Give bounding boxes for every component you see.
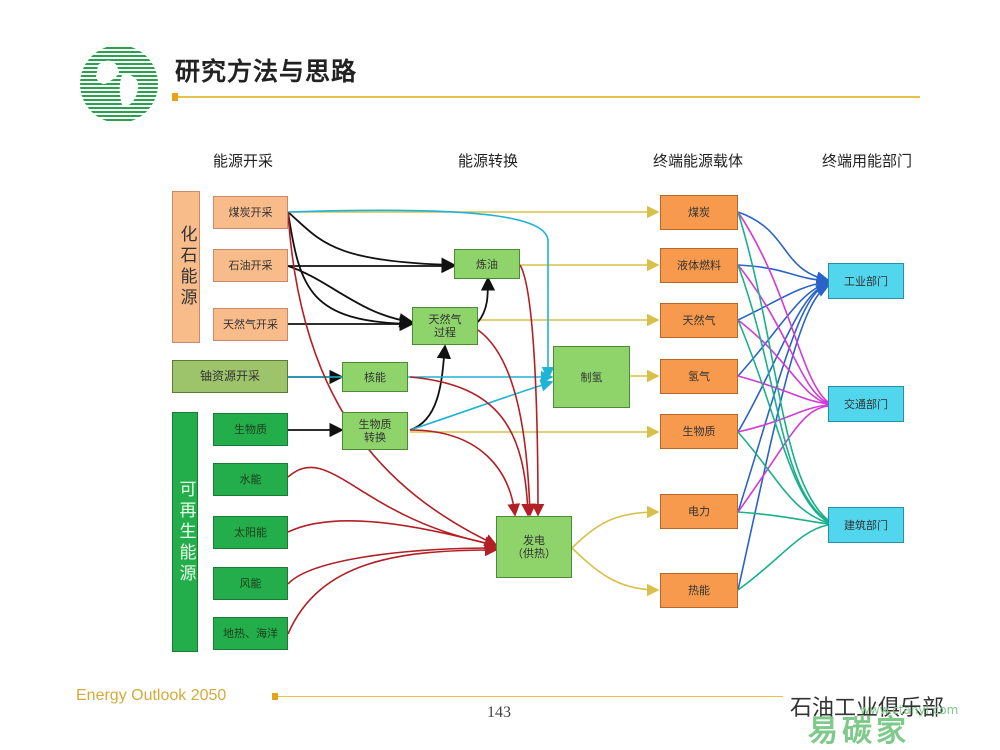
flow-refining-to-power bbox=[519, 264, 545, 517]
carrier-electricity: 电力 bbox=[660, 494, 738, 529]
watermark-yitanjia: 易碳家 bbox=[808, 714, 910, 749]
source-solar: 太阳能 bbox=[213, 516, 288, 549]
flow-wind-to-power bbox=[287, 541, 498, 585]
flow-oil-to-gas-process bbox=[287, 265, 414, 328]
sector-industry: 工业部门 bbox=[828, 263, 904, 299]
flow-gas-process-to-refining bbox=[477, 276, 496, 323]
page-title: 研究方法与思路 bbox=[175, 57, 358, 86]
source-coal: 煤炭开采 bbox=[213, 196, 288, 229]
conv-hydrogen: 制氢 bbox=[553, 346, 630, 408]
conv-nuclear: 核能 bbox=[342, 362, 408, 392]
flow-power-to-heat bbox=[571, 547, 660, 597]
watermark-club: 石油工业俱乐部 bbox=[790, 696, 945, 721]
title-divider bbox=[175, 96, 920, 98]
page-number: 143 bbox=[487, 704, 511, 721]
header-carrier: 终端能源载体 bbox=[653, 152, 744, 170]
carrier-heat: 热能 bbox=[660, 573, 738, 608]
carrier-coal: 煤炭 bbox=[660, 195, 738, 230]
flow-bioconv-to-gas-process bbox=[409, 344, 452, 431]
carrier-liquid-fuel: 液体燃料 bbox=[660, 248, 738, 283]
source-hydro: 水能 bbox=[213, 463, 288, 496]
source-gas: 天然气开采 bbox=[213, 308, 288, 341]
source-geothermal-ocean: 地热、海洋 bbox=[213, 617, 288, 650]
flow-coal-to-refining bbox=[287, 211, 456, 272]
source-biomass: 生物质 bbox=[213, 413, 288, 446]
divider-marker bbox=[172, 93, 178, 101]
header-sector: 终端用能部门 bbox=[822, 152, 913, 170]
footer-report-name: Energy Outlook 2050 bbox=[76, 687, 227, 704]
flow-nuclear-to-power bbox=[409, 376, 534, 517]
group-renewable: 可再生能源 bbox=[172, 412, 198, 652]
footer-marker bbox=[272, 693, 278, 700]
flow-coal-to-gas-process bbox=[287, 211, 414, 331]
sector-building: 建筑部门 bbox=[828, 507, 904, 543]
group-fossil: 化石能源 bbox=[172, 191, 200, 343]
conv-gas-process: 天然气 过程 bbox=[412, 307, 478, 345]
carrier-gas: 天然气 bbox=[660, 303, 738, 338]
carrier-hydrogen: 氢气 bbox=[660, 359, 738, 394]
group-uranium-mining: 铀资源开采 bbox=[172, 360, 288, 393]
conv-refining: 炼油 bbox=[454, 249, 520, 279]
globe-logo bbox=[78, 43, 160, 125]
flow-solar-to-power bbox=[287, 520, 498, 550]
conv-power: 发电 （供热） bbox=[496, 516, 572, 578]
sector-transport: 交通部门 bbox=[828, 386, 904, 422]
flow-gas-to-power bbox=[477, 329, 537, 517]
flow-geo-to-power bbox=[287, 543, 498, 635]
flow-power-to-electricity bbox=[571, 505, 660, 549]
source-wind: 风能 bbox=[213, 567, 288, 600]
flow-bio-to-hydrogen bbox=[409, 379, 554, 431]
flow-bio-to-power bbox=[409, 429, 521, 517]
globe-icon bbox=[80, 45, 158, 123]
flow-hydro-to-power bbox=[287, 466, 498, 550]
header-mining: 能源开采 bbox=[213, 152, 274, 170]
source-oil: 石油开采 bbox=[213, 249, 288, 282]
conv-biomass: 生物质 转换 bbox=[342, 412, 408, 450]
flow-coal-to-hydrogen bbox=[287, 209, 555, 380]
footer-divider bbox=[278, 696, 783, 697]
header-conversion: 能源转换 bbox=[458, 152, 519, 170]
carrier-biomass: 生物质 bbox=[660, 414, 738, 449]
watermark-url: www.ctanyi.com bbox=[860, 703, 959, 717]
